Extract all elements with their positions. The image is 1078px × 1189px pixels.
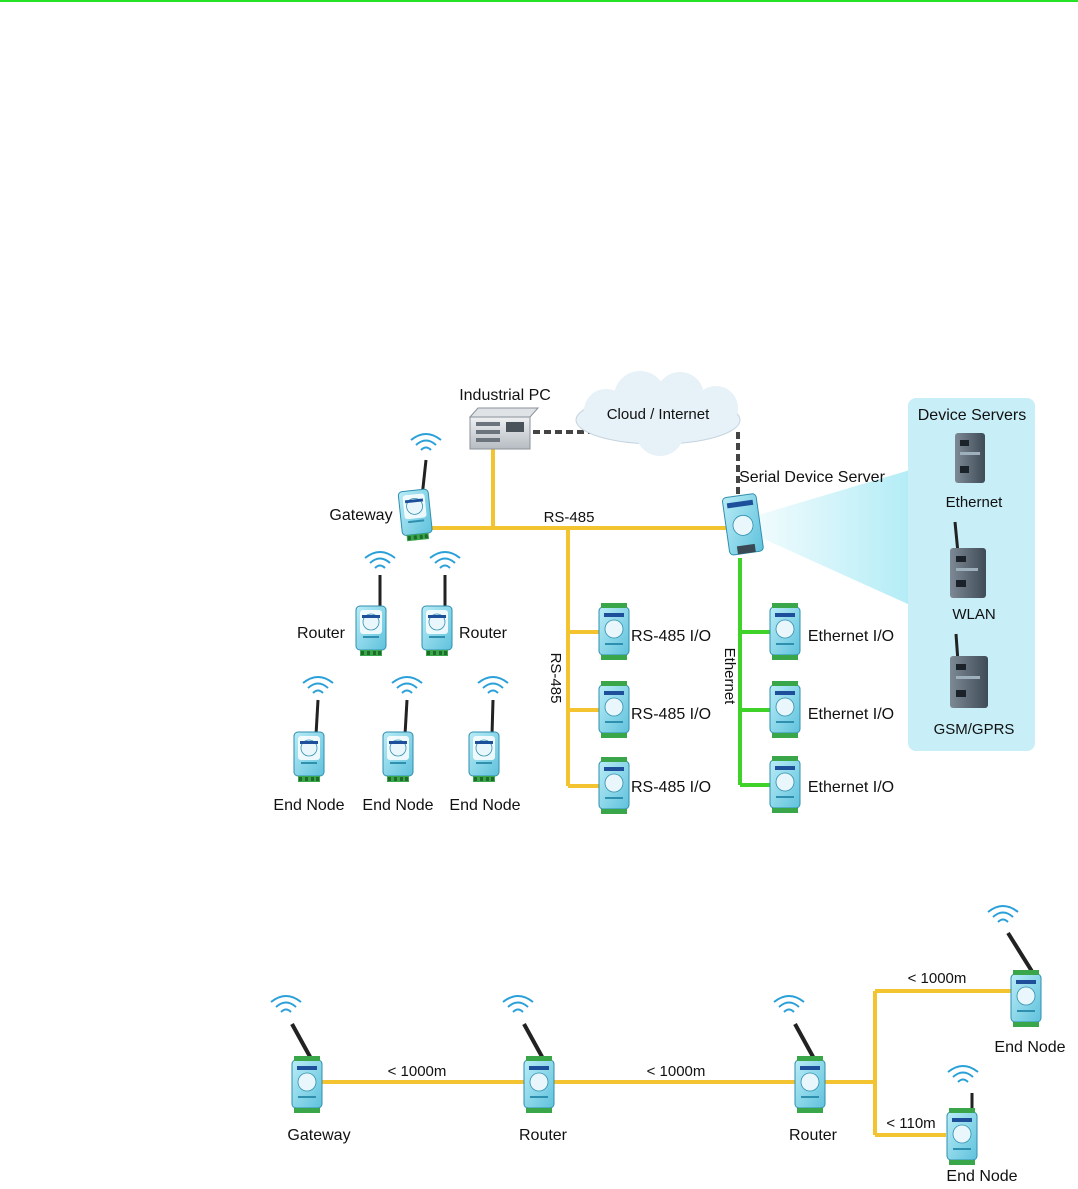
- dashed-links: [533, 430, 740, 500]
- rs485-io-module: [598, 680, 630, 739]
- rs485-bus-label: RS-485: [544, 509, 595, 526]
- bottom-router-device: [502, 995, 555, 1114]
- rs485-io-module: [598, 602, 630, 661]
- serial-device-server-label: Serial Device Server: [739, 469, 886, 486]
- ethernet-io-module: [769, 680, 801, 739]
- bottom-router-label: Router: [789, 1127, 838, 1144]
- top-accent-rule: [0, 0, 1078, 2]
- device-server-label-gsm: GSM/GPRS: [934, 721, 1015, 738]
- rs485-io-label: RS-485 I/O: [631, 706, 711, 723]
- rs485-bus-lines: [423, 448, 726, 788]
- bottom-end-node-device: [987, 905, 1042, 1028]
- bottom-end-node-label: End Node: [946, 1168, 1017, 1185]
- end-node-label: End Node: [273, 797, 344, 814]
- top-diagram: Device Servers Ethernet WLAN GSM/GPRS: [273, 371, 1035, 815]
- distance-label: < 1000m: [908, 970, 967, 987]
- ethernet-io-module: [769, 602, 801, 661]
- end-node-device: [382, 676, 423, 783]
- ethernet-lines: [738, 558, 772, 787]
- end-node-device: [293, 676, 334, 783]
- ethernet-io-label: Ethernet I/O: [808, 628, 894, 645]
- bottom-router-device: [773, 995, 826, 1114]
- gsm-device-server-icon: [950, 633, 988, 708]
- range-links: [318, 989, 1011, 1137]
- bottom-end-node-label: End Node: [994, 1039, 1065, 1056]
- distance-label: < 1000m: [388, 1063, 447, 1080]
- router-label: Router: [459, 625, 508, 642]
- rs485-io-module: [598, 756, 630, 815]
- ethernet-io-label: Ethernet I/O: [808, 779, 894, 796]
- wlan-device-server-icon: [950, 521, 986, 598]
- industrial-pc-icon: [468, 407, 540, 450]
- gateway-label: Gateway: [329, 507, 392, 524]
- industrial-pc-label: Industrial PC: [459, 387, 551, 404]
- cloud-icon: [575, 371, 741, 456]
- rs485-io-label: RS-485 I/O: [631, 628, 711, 645]
- device-servers-title: Device Servers: [918, 407, 1026, 424]
- gateway-device: [397, 433, 442, 543]
- end-node-label: End Node: [362, 797, 433, 814]
- router-device: [355, 551, 396, 657]
- end-node-label: End Node: [449, 797, 520, 814]
- device-server-label-wlan: WLAN: [952, 606, 995, 623]
- rs485-vertical-label: RS-485: [547, 653, 564, 704]
- distance-label: < 110m: [886, 1115, 935, 1132]
- bottom-gateway-device: [270, 995, 323, 1114]
- bottom-router-label: Router: [519, 1127, 568, 1144]
- ethernet-io-label: Ethernet I/O: [808, 706, 894, 723]
- device-server-label-ethernet: Ethernet: [946, 494, 1004, 511]
- bottom-gateway-label: Gateway: [287, 1127, 350, 1144]
- router-label: Router: [297, 625, 346, 642]
- cloud-label: Cloud / Internet: [607, 406, 710, 423]
- bottom-diagram: Gateway Router Router End Node End N: [270, 905, 1066, 1185]
- bottom-end-node-device: [946, 1065, 979, 1166]
- ethernet-vertical-label: Ethernet: [721, 648, 738, 706]
- ethernet-device-server-icon: [955, 433, 985, 483]
- distance-label: < 1000m: [647, 1063, 706, 1080]
- router-device: [421, 551, 461, 657]
- serial-device-server-icon: [722, 493, 764, 556]
- coverage-beam: [755, 470, 910, 605]
- ethernet-io-module: [769, 755, 801, 814]
- rs485-io-label: RS-485 I/O: [631, 779, 711, 796]
- end-node-device: [468, 676, 509, 783]
